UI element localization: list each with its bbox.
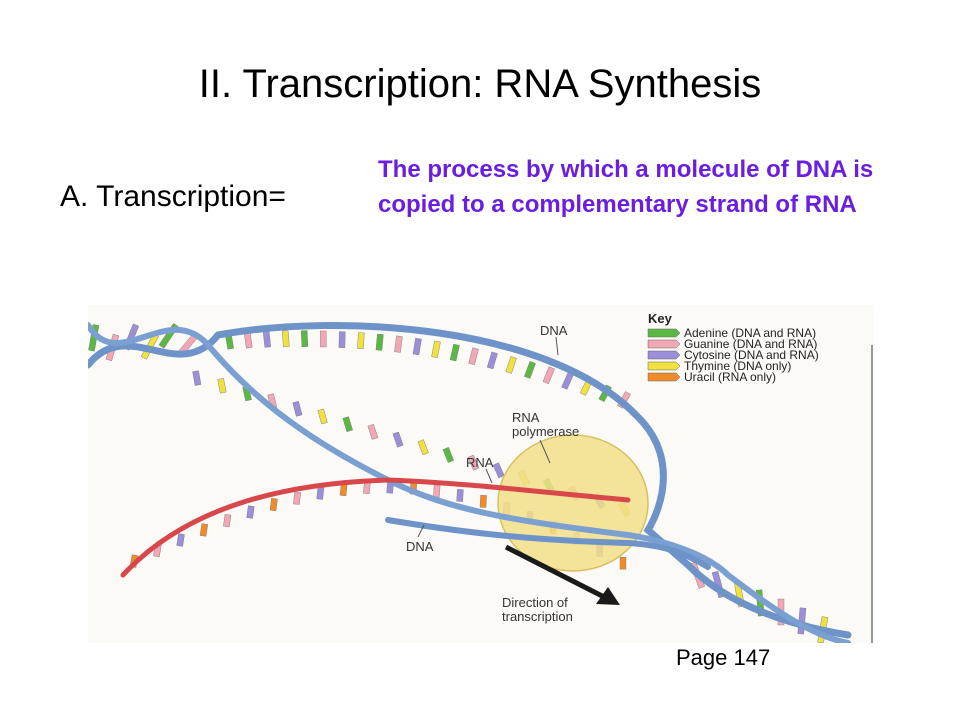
- nucleotide-base: [449, 343, 460, 362]
- nucleotide-base: [468, 347, 479, 366]
- nucleotide-base: [342, 416, 353, 433]
- key-swatch: [647, 339, 681, 349]
- nucleotide-base: [367, 424, 379, 440]
- label-polymerase-1: RNA: [512, 410, 540, 425]
- definition-text: The process by which a molecule of DNA i…: [378, 156, 874, 218]
- nucleotide-base: [442, 447, 454, 463]
- nucleotide-base: [505, 356, 517, 374]
- nucleotide-base: [619, 556, 627, 570]
- nucleotide-base: [292, 401, 303, 417]
- transcription-diagram: DNA RNA polymerase RNA DNA Direction of …: [88, 305, 874, 643]
- nucleotide-base: [392, 431, 404, 448]
- key-label: Guanine (DNA and RNA): [684, 337, 817, 351]
- rna-strand: [120, 477, 631, 578]
- nucleotide-base: [394, 335, 403, 353]
- leader-polymerase: [539, 439, 551, 464]
- nucleotide-base: [417, 439, 429, 456]
- nucleotide-base: [492, 462, 505, 479]
- color-key: Key Adenine (DNA and RNA)Guanine (DNA an…: [647, 311, 819, 384]
- key-swatch: [647, 328, 681, 338]
- nucleotide-base: [176, 533, 185, 547]
- nucleotide-base: [431, 340, 441, 358]
- nucleotide-base: [199, 523, 208, 537]
- nucleotide-base: [192, 370, 202, 386]
- rna-polymerase: [497, 434, 649, 572]
- nucleotide-base: [524, 361, 536, 379]
- nucleotide-base: [375, 333, 384, 351]
- label-polymerase-2: polymerase: [512, 424, 579, 439]
- nucleotide-base: [467, 454, 480, 471]
- dna-upper-strand: [88, 321, 852, 639]
- nucleotide-base: [320, 330, 327, 348]
- leader-rna: [485, 468, 493, 484]
- label-direction-1: Direction of: [502, 595, 568, 610]
- nucleotide-base: [433, 484, 441, 498]
- key-label: Adenine (DNA and RNA): [684, 326, 816, 340]
- nucleotide-base: [542, 366, 555, 385]
- nucleotide-base: [456, 489, 464, 502]
- label-rna: RNA: [466, 455, 494, 470]
- nucleotide-base: [317, 408, 328, 425]
- nucleotide-base: [357, 332, 365, 350]
- nucleotide-base: [316, 486, 325, 500]
- key-swatch: [647, 372, 681, 382]
- key-title: Key: [648, 311, 673, 326]
- nucleotide-base: [293, 491, 301, 505]
- leader-dna-bottom: [417, 524, 425, 538]
- dna-lower-strand: [385, 517, 711, 570]
- label-dna-top: DNA: [540, 323, 568, 338]
- nucleotide-base: [300, 330, 309, 347]
- nucleotide-base: [338, 331, 346, 348]
- page-reference: Page 147: [676, 645, 771, 670]
- direction-arrow-head: [596, 587, 620, 605]
- nucleotide-base: [412, 337, 422, 356]
- label-direction-2: transcription: [502, 609, 573, 624]
- nucleotide-base: [281, 330, 290, 348]
- key-label: Thymine (DNA only): [684, 359, 791, 373]
- direction-arrow: [504, 544, 610, 602]
- leader-dna-top: [555, 336, 559, 356]
- label-dna-bottom: DNA: [406, 539, 434, 554]
- key-swatch: [647, 361, 681, 371]
- nucleotide-base: [223, 514, 232, 528]
- nucleotide-base: [217, 378, 227, 394]
- key-swatch: [647, 350, 681, 360]
- nucleotide-base: [269, 498, 278, 512]
- term-label: A. Transcription=: [60, 180, 286, 213]
- key-label: Uracil (RNA only): [684, 370, 776, 384]
- key-label: Cytosine (DNA and RNA): [684, 348, 819, 362]
- nucleotide-base: [486, 351, 498, 370]
- slide-title: II. Transcription: RNA Synthesis: [198, 62, 762, 106]
- nucleotide-base: [479, 494, 487, 508]
- dna-upper-strand-helix: [88, 322, 851, 643]
- nucleotide-base: [246, 505, 255, 519]
